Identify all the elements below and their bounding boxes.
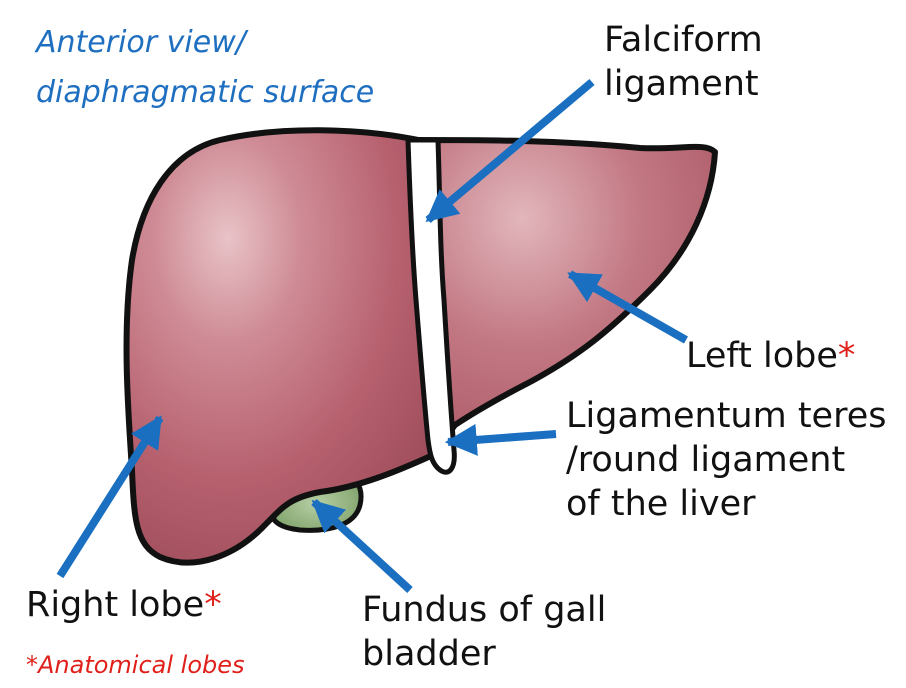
right-lobe-asterisk: * — [204, 585, 222, 625]
falciform-label: Falciform ligament — [604, 18, 763, 106]
falciform-label-line-2: ligament — [604, 62, 763, 106]
right-lobe-label-text: Right lobe — [26, 585, 204, 625]
left-lobe-label: Left lobe* — [686, 334, 855, 378]
diagram-title: Anterior view/ diaphragmatic surface — [36, 18, 374, 118]
teres-label-line-3: of the liver — [566, 482, 886, 526]
arrow-teres — [448, 434, 556, 442]
left-lobe-label-text: Left lobe — [686, 336, 838, 376]
teres-label-line-2: /round ligament — [566, 438, 886, 482]
anatomical-lobes-footnote: *Anatomical lobes — [26, 650, 245, 680]
falciform-label-line-1: Falciform — [604, 18, 763, 62]
title-line-2: diaphragmatic surface — [36, 68, 374, 118]
fundus-label: Fundus of gall bladder — [362, 588, 606, 676]
fundus-label-line-2: bladder — [362, 632, 606, 676]
right-lobe-label: Right lobe* — [26, 583, 222, 627]
ligamentum-teres-label: Ligamentum teres /round ligament of the … — [566, 394, 886, 526]
title-line-1: Anterior view/ — [36, 18, 374, 68]
right-lobe — [127, 130, 433, 562]
arrow-fundus — [314, 502, 410, 590]
fundus-label-line-1: Fundus of gall — [362, 588, 606, 632]
left-lobe-asterisk: * — [838, 336, 856, 376]
teres-label-line-1: Ligamentum teres — [566, 394, 886, 438]
